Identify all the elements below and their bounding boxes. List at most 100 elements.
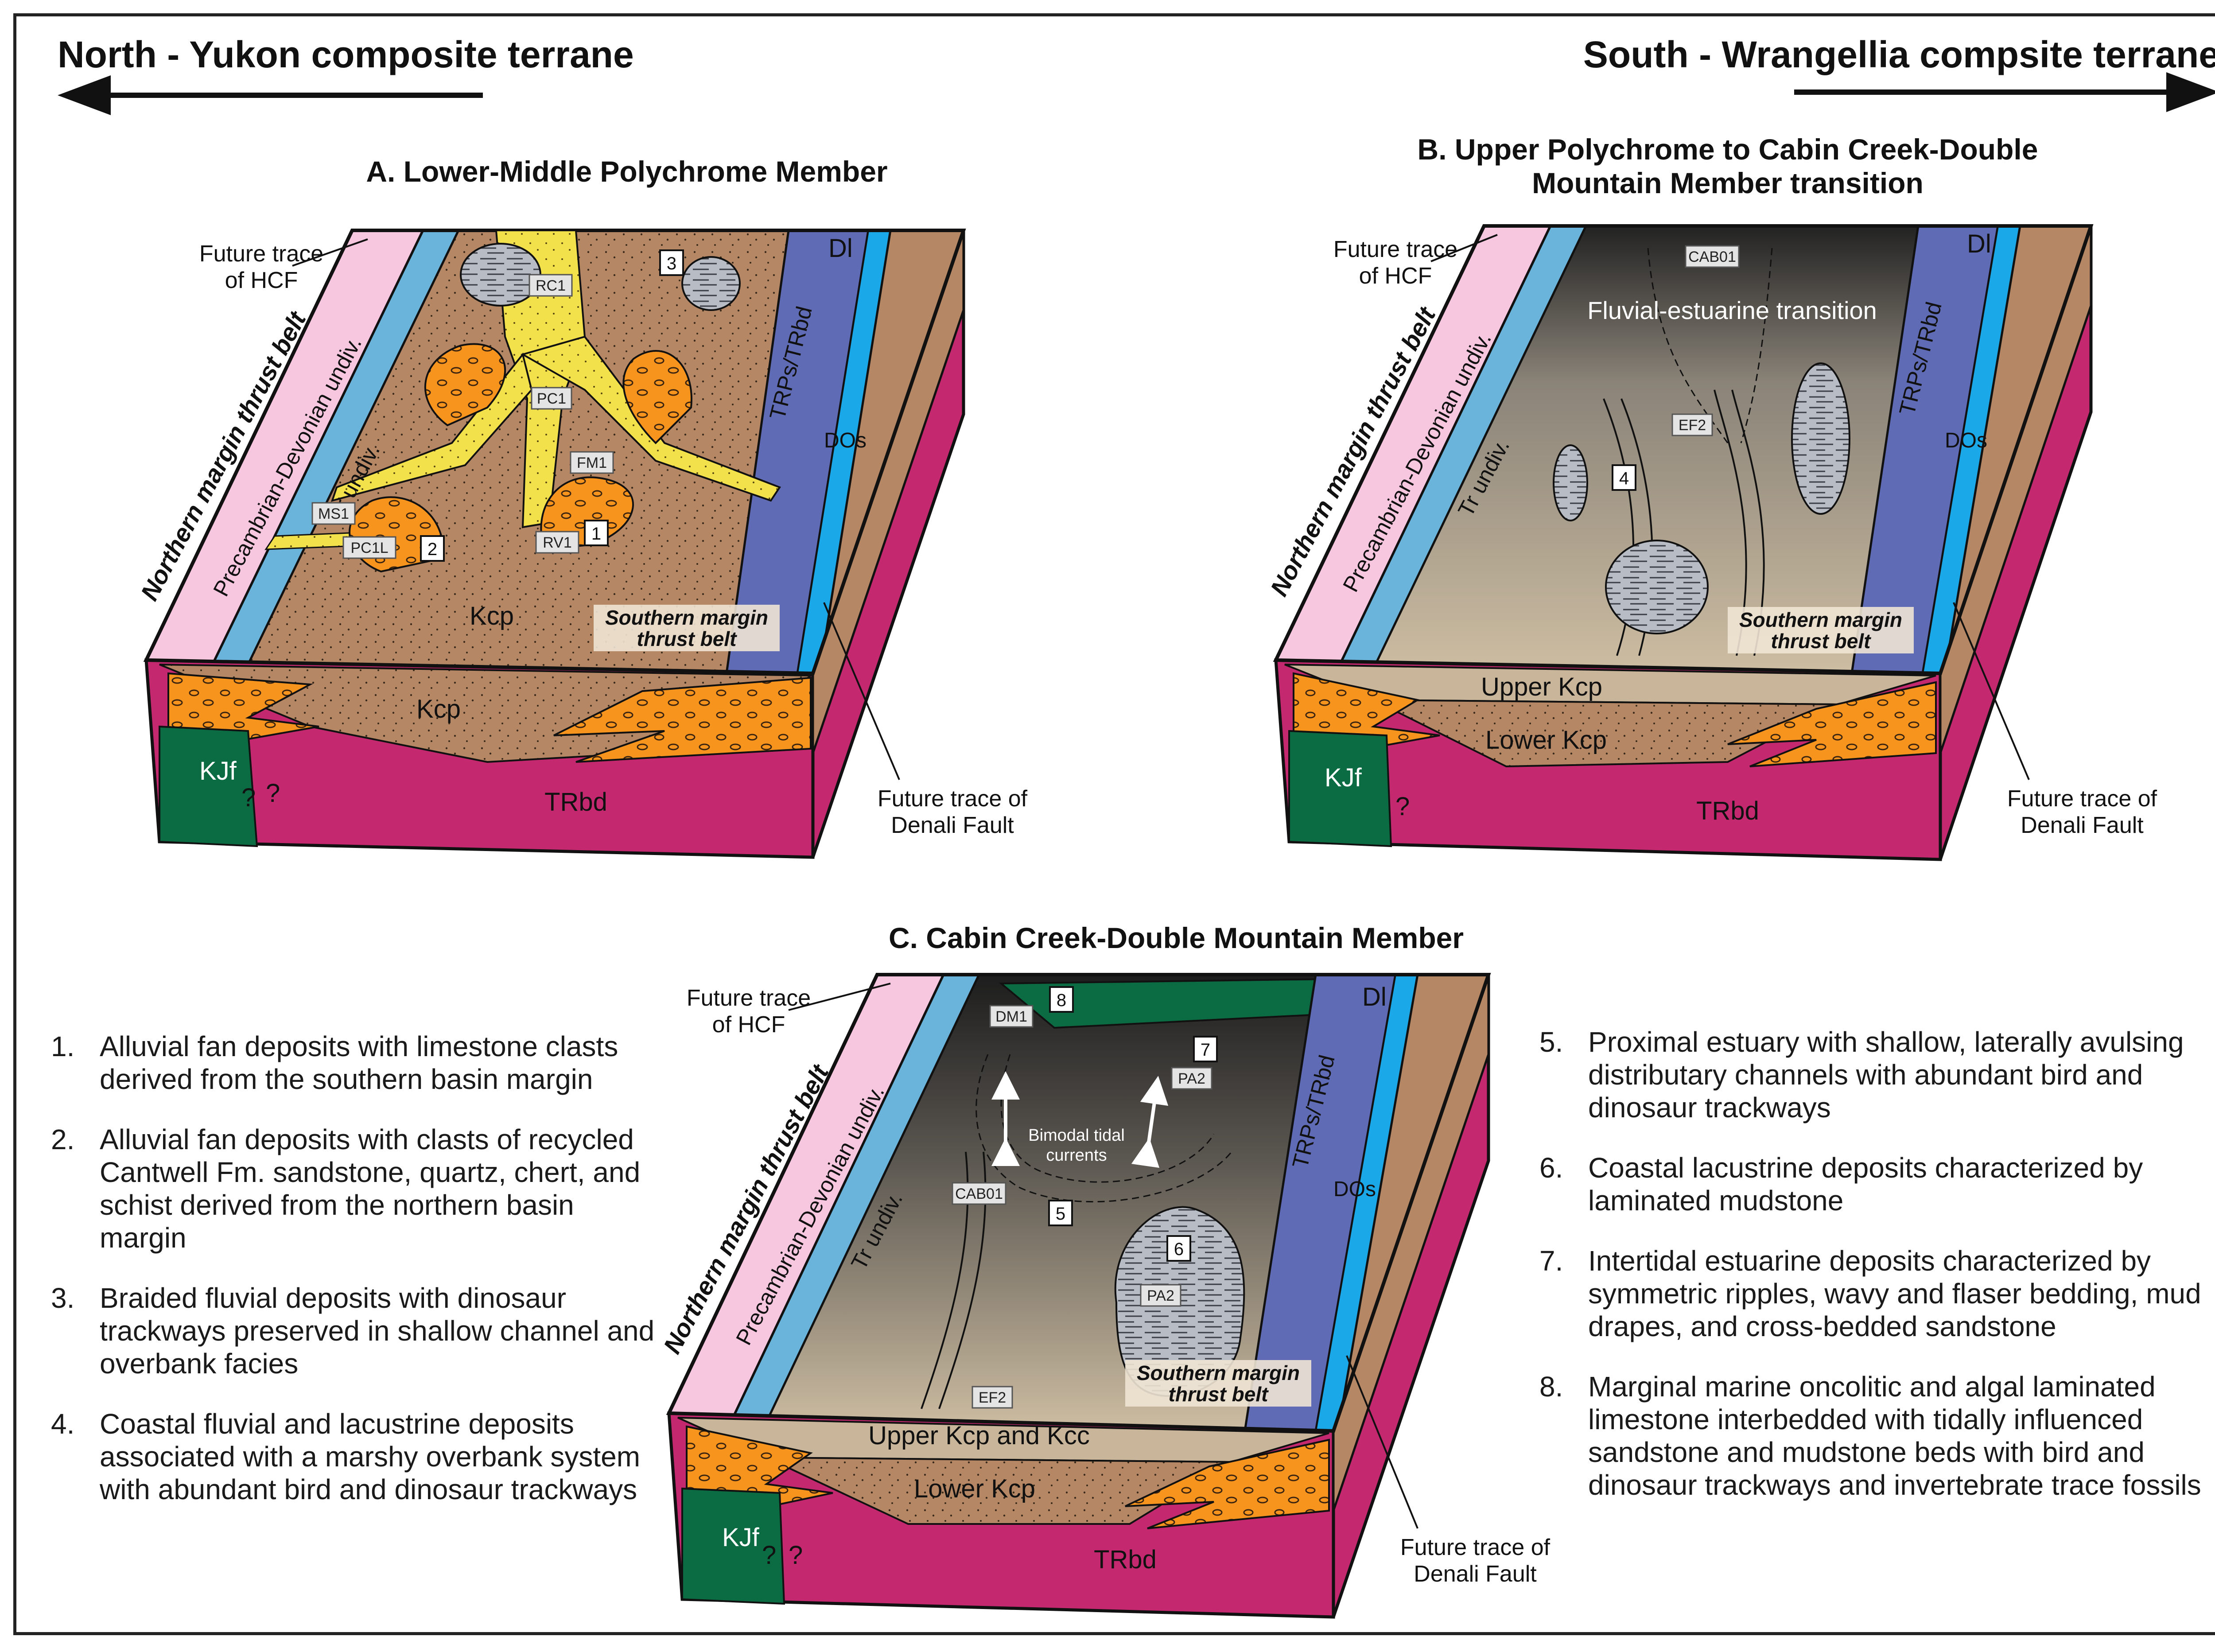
panel-a-title: A. Lower-Middle Polychrome Member <box>366 155 887 188</box>
legend-item: 5. Proximal estuary with shallow, lateral… <box>1539 1026 2215 1124</box>
panel-b-denali-line2: Denali Fault <box>2021 812 2144 838</box>
legend-text: Coastal lacustrine deposits characterize… <box>1588 1152 2143 1217</box>
panel-b-hcf-line2: of HCF <box>1359 263 1432 289</box>
panel-c-unit-trbd: TRbd <box>1094 1545 1157 1574</box>
legend-item: 6. Coastal lacustrine deposits characteri… <box>1539 1151 2215 1217</box>
panel-c: C. Cabin Creek-Double Mountain Member Fu… <box>658 921 1550 1619</box>
panel-c-hcf-line1: Future trace <box>687 985 811 1011</box>
panel-b-tag-cab01: CAB01 <box>1688 249 1736 265</box>
legend-num: 4. <box>51 1408 75 1440</box>
panel-a-tag-ms1: MS1 <box>318 505 349 522</box>
panel-a-denali-line2: Denali Fault <box>891 812 1014 838</box>
panel-a-unit-trbd: TRbd <box>544 788 607 816</box>
panel-a-smtb-line1: Southern margin <box>605 606 768 629</box>
panel-a-unit-kcp-front: Kcp <box>416 695 461 723</box>
panel-c-q2: ? <box>789 1541 803 1570</box>
panel-c-unit-dos: DOs <box>1333 1178 1376 1201</box>
panel-c-num-8: 8 <box>1057 991 1066 1010</box>
panel-b-smtb-line2: thrust belt <box>1771 630 1872 653</box>
legend-num: 5. <box>1539 1026 1563 1058</box>
panel-b-hcf-line1: Future trace <box>1333 237 1457 262</box>
panel-c-denali-line1: Future trace of <box>1400 1535 1550 1560</box>
panel-b-unit-trbd: TRbd <box>1696 797 1759 825</box>
panel-c-num-5: 5 <box>1056 1204 1065 1224</box>
panel-a-q2: ? <box>266 779 280 808</box>
legend-num: 3. <box>51 1282 75 1314</box>
legend-num: 7. <box>1539 1245 1563 1277</box>
legend-item: 3. Braided fluvial deposits with dinosaur… <box>51 1282 658 1380</box>
panel-b: B. Upper Polychrome to Cabin Creek-Doubl… <box>1265 133 2157 861</box>
legend-text: Alluvial fan deposits with clasts of rec… <box>100 1123 641 1254</box>
panel-c-hcf-line2: of HCF <box>712 1012 785 1038</box>
panel-b-unit-dos: DOs <box>1945 429 1987 452</box>
legend-num: 6. <box>1539 1152 1563 1184</box>
panel-a-unit-kcp-top: Kcp <box>470 602 514 630</box>
legend-text: Coastal fluvial and lacustrine deposits … <box>100 1408 641 1505</box>
figure-frame <box>13 13 2215 1635</box>
panel-a-tag-fm1: FM1 <box>577 455 607 471</box>
legend-text: Proximal estuary with shallow, laterally… <box>1588 1026 2184 1123</box>
panel-c-q1: ? <box>762 1541 776 1570</box>
panel-b-unit-upper: Upper Kcp <box>1481 672 1602 701</box>
panel-c-unit-upper: Upper Kcp and Kcc <box>868 1421 1090 1450</box>
panel-a-denali-line1: Future trace of <box>878 786 1028 812</box>
panel-c-num-6: 6 <box>1174 1240 1184 1259</box>
panel-a-num-1: 1 <box>591 524 601 544</box>
panel-c-denali-line2: Denali Fault <box>1414 1561 1537 1587</box>
panel-c-tag-dm1: DM1 <box>995 1008 1027 1025</box>
panel-c-num-7: 7 <box>1201 1040 1210 1060</box>
panel-a-unit-kjf: KJf <box>199 757 237 785</box>
panel-a-smtb-line2: thrust belt <box>637 627 738 650</box>
legend-text: Braided fluvial deposits with dinosaur t… <box>100 1282 655 1380</box>
panel-c-unit-lower: Lower Kcp <box>914 1474 1035 1503</box>
panel-c-tag-pa2-top: PA2 <box>1178 1070 1205 1087</box>
legend-item: 8. Marginal marine oncolitic and algal la… <box>1539 1370 2215 1501</box>
panel-b-q1: ? <box>1395 792 1410 821</box>
panel-a-unit-dos: DOs <box>824 429 867 452</box>
legend-left: 1. Alluvial fan deposits with limestone c… <box>51 1030 658 1533</box>
panel-b-unit-dl: Dl <box>1967 229 1991 258</box>
panel-a-tag-pc1: PC1 <box>537 390 566 407</box>
panel-b-title-line1: B. Upper Polychrome to Cabin Creek-Doubl… <box>1418 133 2038 166</box>
panel-b-unit-lower: Lower Kcp <box>1485 726 1607 754</box>
panel-b-tag-ef2: EF2 <box>1679 417 1706 434</box>
panel-c-unit-dl: Dl <box>1362 983 1387 1011</box>
north-arrow <box>58 75 483 115</box>
panel-a: A. Lower-Middle Polychrome Member <box>135 155 1028 859</box>
legend-num: 2. <box>51 1123 75 1155</box>
panel-c-tidal-line2: currents <box>1046 1146 1107 1165</box>
legend-item: 2. Alluvial fan deposits with clasts of r… <box>51 1123 658 1254</box>
panel-a-q1: ? <box>241 783 256 812</box>
panel-a-tag-pc1l: PC1L <box>350 540 388 556</box>
panel-a-num-3: 3 <box>667 254 676 273</box>
south-arrow <box>1794 72 2215 112</box>
panel-a-hcf-line1: Future trace <box>199 241 323 267</box>
panel-b-smtb-line1: Southern margin <box>1739 608 1902 631</box>
panel-c-tag-ef2: EF2 <box>979 1389 1006 1406</box>
header-north: North - Yukon composite terrane <box>58 34 634 75</box>
panel-a-tag-rv1: RV1 <box>543 534 572 551</box>
legend-item: 7.Intertidal estuarine deposits characte… <box>1539 1244 2215 1343</box>
panel-a-num-2: 2 <box>427 540 437 559</box>
legend-text: Alluvial fan deposits with limestone cla… <box>100 1030 618 1095</box>
panel-a-unit-dl: Dl <box>828 234 853 263</box>
panel-a-hcf-line2: of HCF <box>225 268 298 293</box>
header-south: South - Wrangellia compsite terrane <box>1583 34 2215 75</box>
panel-b-title-line2: Mountain Member transition <box>1532 167 1924 199</box>
panel-c-tag-pa2-lake: PA2 <box>1147 1287 1174 1304</box>
panel-c-tag-cab01: CAB01 <box>955 1186 1003 1202</box>
panel-c-smtb-line1: Southern margin <box>1137 1361 1300 1384</box>
panel-b-unit-kjf: KJf <box>1325 763 1362 792</box>
panel-c-unit-kjf: KJf <box>722 1523 760 1552</box>
panel-b-num-4: 4 <box>1619 469 1629 488</box>
legend-item: 4. Coastal fluvial and lacustrine deposit… <box>51 1407 658 1506</box>
legend-num: 8. <box>1539 1371 1563 1403</box>
panel-b-transition-label: Fluvial-estuarine transition <box>1587 296 1877 324</box>
panel-a-tag-rc1: RC1 <box>536 277 566 294</box>
panel-c-smtb-line2: thrust belt <box>1169 1383 1269 1406</box>
legend-num: 1. <box>51 1030 75 1062</box>
panel-c-tidal-line1: Bimodal tidal <box>1028 1126 1125 1145</box>
legend-text: Marginal marine oncolitic and algal lami… <box>1588 1371 2201 1501</box>
legend-item: 1. Alluvial fan deposits with limestone c… <box>51 1030 658 1096</box>
